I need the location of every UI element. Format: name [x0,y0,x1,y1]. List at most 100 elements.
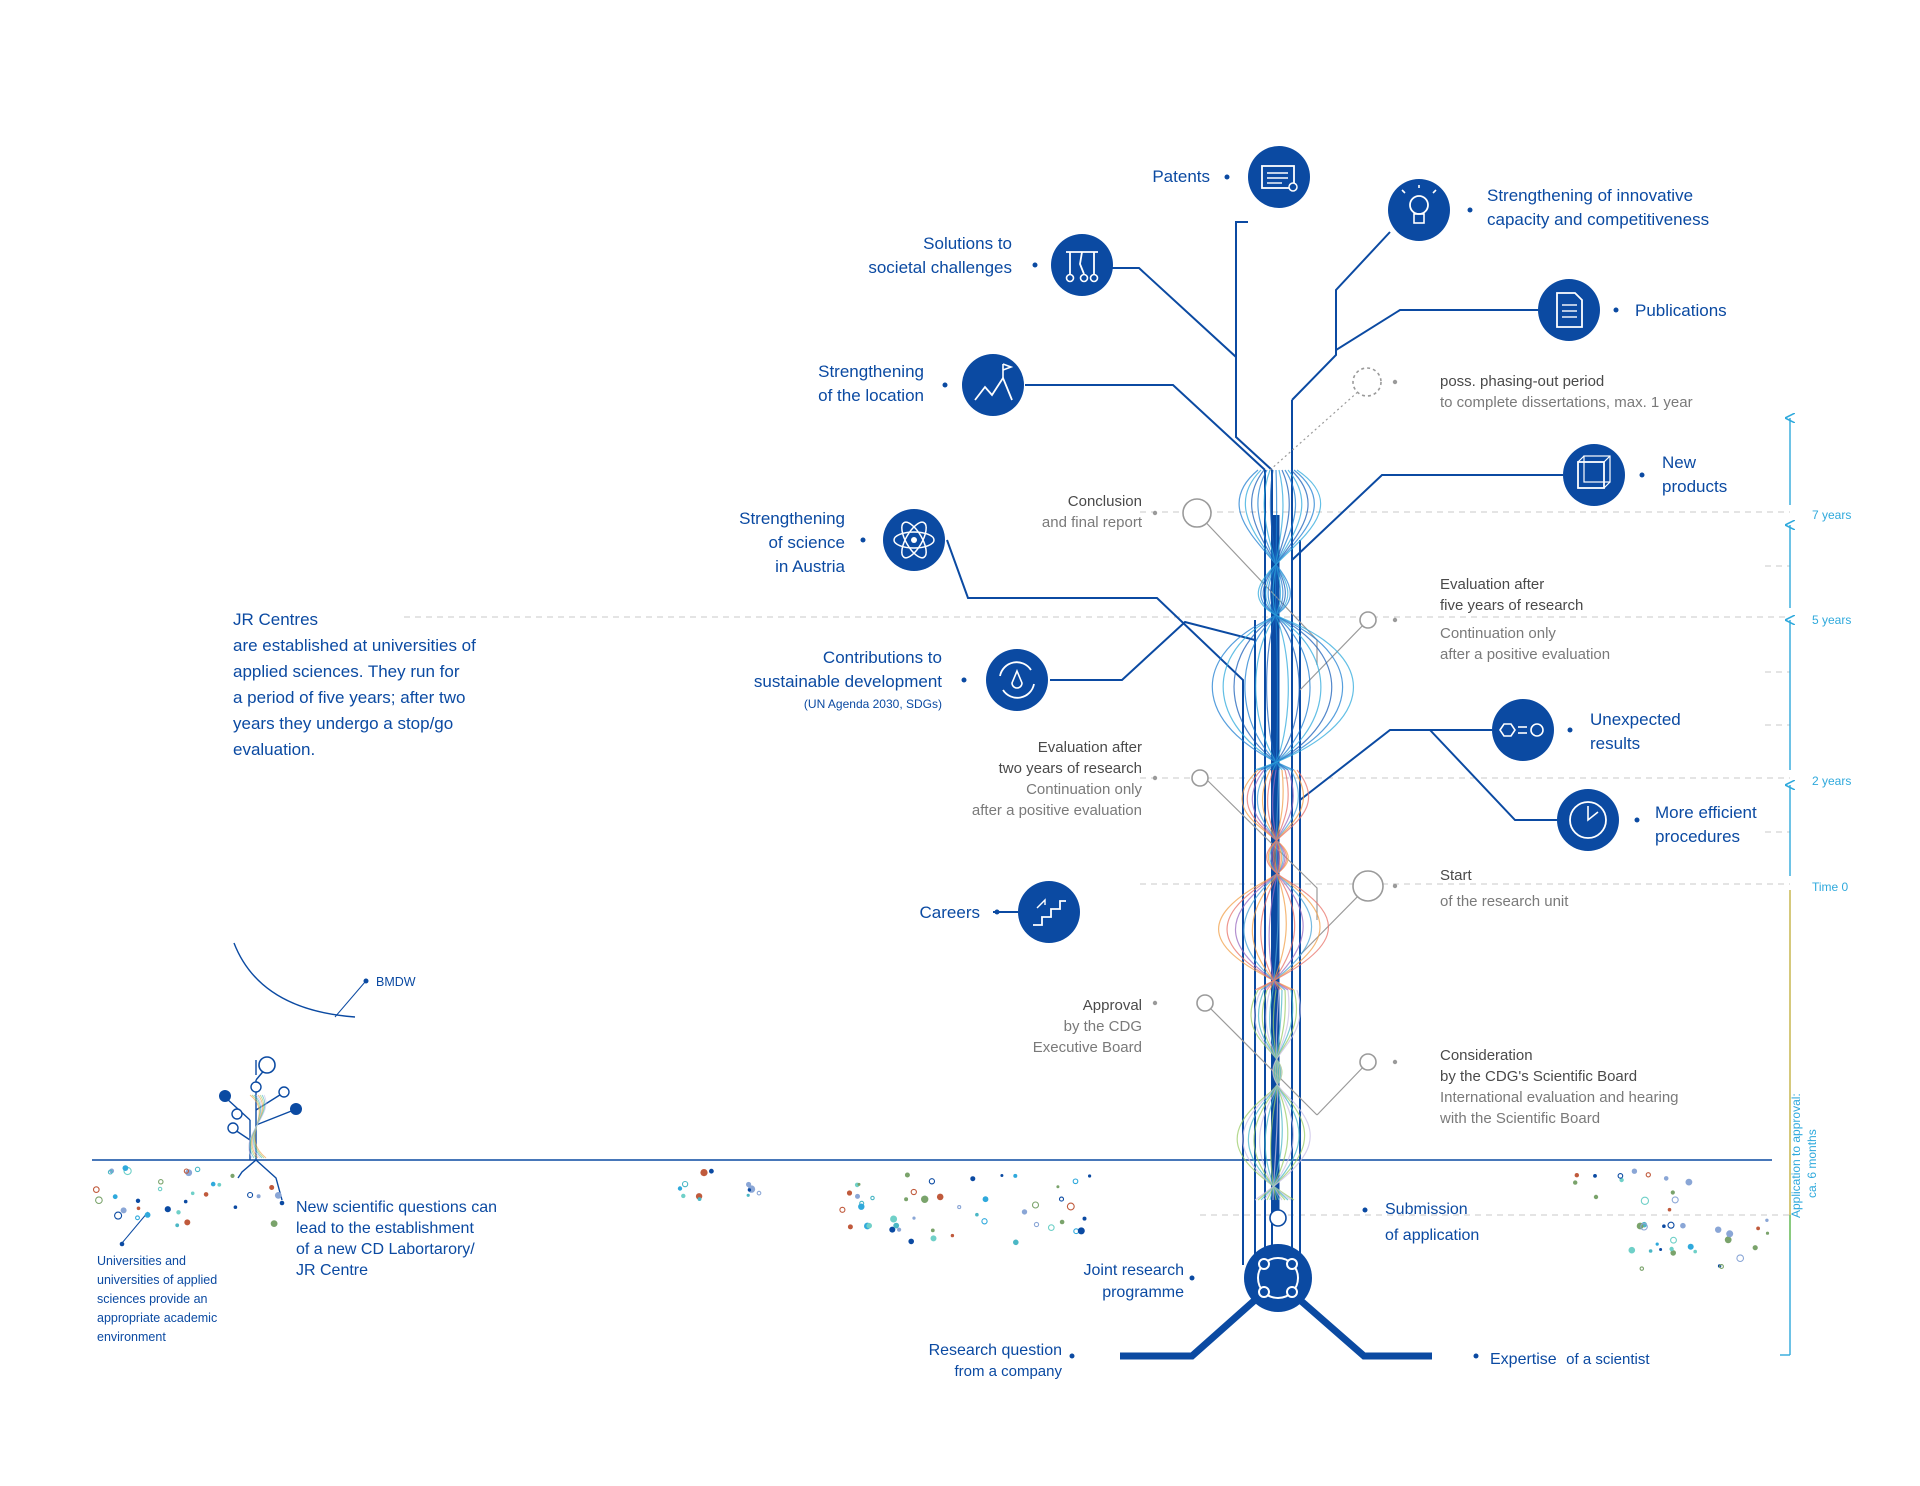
ground-dot [1066,1202,1075,1211]
wave-line [1254,469,1355,771]
ground-dot [1659,1248,1663,1251]
wave-line [1222,469,1292,771]
ground-dot [1736,1254,1745,1263]
wave-line [1272,469,1289,771]
ground-dot [1033,1221,1040,1228]
ground-dot [1593,1174,1597,1178]
uni-line-4: appropriate academic [97,1311,217,1325]
jr-line-1: are established at universities of [233,636,476,655]
consid-label-1: Consideration [1440,1047,1533,1064]
wave-line [1266,469,1311,771]
ground-dot [114,1211,123,1220]
publications-label: Publications [1635,301,1727,320]
sustain-label-1: Contributions to [823,648,942,667]
ground-dot [981,1218,988,1225]
ground-dot [846,1190,853,1196]
process-lines [1196,512,1369,1116]
ground-dot [120,1207,127,1214]
mini-wave-line [248,1094,267,1159]
ground-dot [210,1181,216,1187]
ground-dot [930,1235,937,1242]
bmdw-dot [363,978,369,984]
submission-label-2: of application [1385,1227,1479,1244]
science-label-2: of science [768,533,845,552]
ground-dot [1655,1242,1659,1246]
phasing-label-1: poss. phasing-out period [1440,373,1604,390]
ground-dot [1685,1178,1693,1186]
ground-dot [1021,1209,1028,1215]
ground-dot [746,1193,750,1197]
ground-dot [982,1196,989,1203]
ground-dot [95,1196,103,1205]
ground-dot [857,1182,861,1186]
ground-dot [847,1224,853,1230]
uni-line-1: Universities and [97,1254,186,1268]
ground-dot [1639,1266,1645,1271]
ground-dot [122,1165,129,1171]
wave-line [1254,769,1329,991]
ground-dot [1670,1190,1675,1195]
ground-dot [1031,1201,1040,1209]
ground-dot [194,1166,201,1173]
bmdw-label: BMDW [376,975,416,989]
ground-dot [930,1228,935,1233]
ground-dot [700,1169,708,1177]
wave-line [1260,989,1300,1201]
ground-dot [1667,1221,1675,1229]
uni-line-2: universities of applied [97,1273,217,1287]
phasing-dotted-line [1269,389,1361,471]
products-label-2: products [1662,477,1727,496]
wave-line [1263,769,1304,991]
ground-dot [1670,1250,1676,1256]
ground-dot [855,1193,860,1199]
ground-dot [1574,1173,1580,1178]
bmdw-arc [233,942,356,1018]
wave-line [1269,469,1300,771]
conclusion-label-1: Conclusion [1068,493,1142,510]
ground-dot [677,1186,683,1191]
ground-dot [1082,1216,1087,1221]
recycle-drop-icon [986,649,1048,711]
ground-dot [889,1226,896,1233]
ground-dot [904,1172,910,1178]
wave-line [1234,769,1289,991]
wave-line [1243,769,1286,991]
ground-dot [1058,1196,1065,1202]
wave-line [1257,989,1306,1201]
ground-dot [135,1198,141,1204]
ground-dot [92,1186,100,1193]
wave-line [1253,989,1286,1201]
patents-label: Patents [1152,167,1210,186]
wave-line [1236,989,1295,1201]
uni-leader [121,1211,149,1244]
wave-line [1251,769,1283,991]
location-label-1: Strengthening [818,362,924,381]
ground-dot [1088,1174,1092,1178]
ground-dot [950,1233,955,1238]
ground-dot [1756,1226,1760,1231]
ground-dot [912,1216,916,1220]
ground-dot [1765,1231,1770,1235]
ground-dot [1726,1230,1734,1238]
ground-dot [230,1173,235,1178]
eval5-label-1: Evaluation after [1440,576,1544,593]
wave-ribbon [1211,469,1355,1201]
jr-line-3: a period of five years; after two [233,688,465,707]
bmdw-leader [334,981,366,1018]
careers-label: Careers [920,903,980,922]
ground-dot [936,1193,944,1201]
ground-dot [247,1191,254,1199]
ground-dot [1047,1224,1055,1231]
ground-dot [1059,1219,1065,1225]
ground-dot [157,1186,163,1192]
wave-line [1233,469,1289,771]
ground-dot [1077,1227,1085,1235]
newq-leader-dot [279,1200,285,1206]
eval5-node [1359,611,1377,629]
ground-dot [866,1222,872,1229]
wave-line [1268,769,1279,991]
jr-small-tree-nodes [219,1056,302,1134]
eval2-node [1191,769,1209,787]
research-question-label-2: from a company [954,1363,1062,1380]
flow-icon [1051,234,1113,296]
